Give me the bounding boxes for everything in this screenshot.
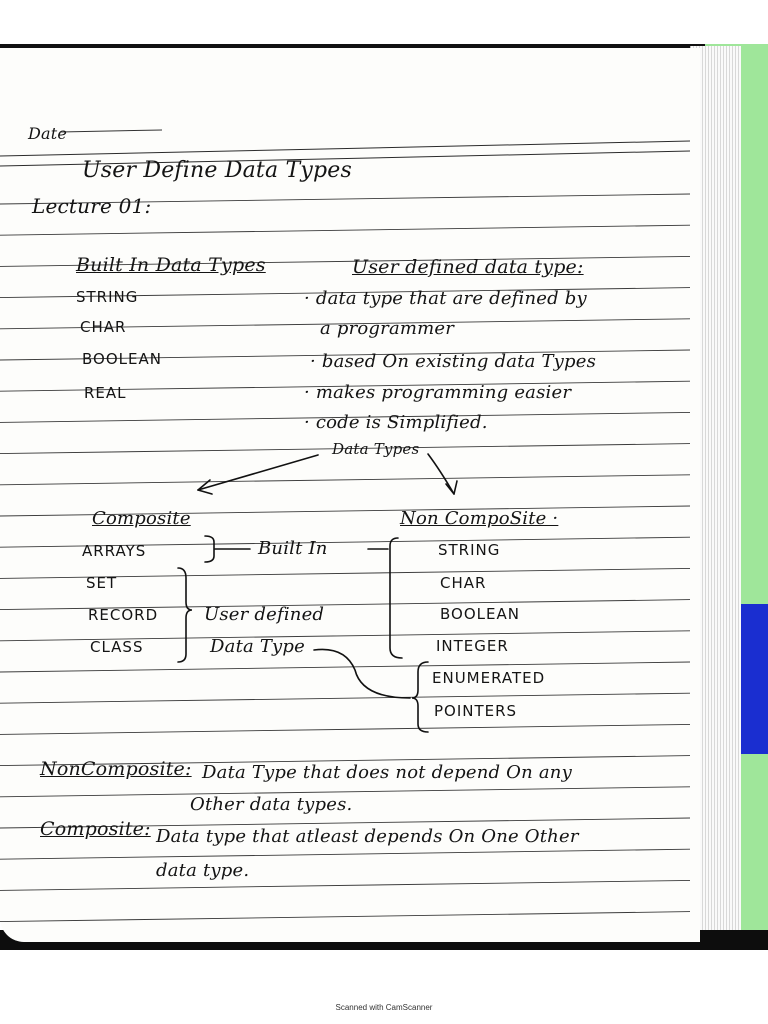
built-in-item: REAL: [84, 384, 127, 402]
scanner-footer: Scanned with CamScanner: [335, 1003, 433, 1012]
date-label: Date: [28, 124, 68, 143]
built-in-item: BOOLEAN: [82, 350, 162, 368]
page-title: User Define Data Types: [82, 158, 352, 183]
noncomposite-definition: Data Type that does not depend On any: [202, 762, 572, 783]
ruled-line: [0, 505, 691, 517]
ruled-line: [0, 193, 691, 205]
udt-point: · makes programming easier: [304, 382, 572, 403]
udt-point: · code is Simplified.: [304, 412, 488, 433]
ruled-line: [0, 255, 691, 267]
composite-item: SET: [86, 574, 118, 592]
noncomposite-definition: Other data types.: [190, 794, 353, 815]
ruled-line: [0, 349, 691, 361]
ruled-line: [0, 879, 691, 891]
non-composite-heading: Non CompoSite ·: [400, 508, 559, 529]
non-composite-item: BOOLEAN: [440, 605, 520, 623]
lecture-label: Lecture 01:: [32, 194, 152, 218]
notebook-page: Date User Define Data Types Lecture 01: …: [0, 48, 700, 942]
ruled-line: [0, 567, 691, 579]
composite-term: Composite:: [40, 818, 151, 840]
ruled-line: [0, 661, 691, 673]
ruled-line: [0, 723, 691, 735]
diagram-root: Data Types: [332, 440, 420, 458]
composite-item: ARRAYS: [82, 542, 147, 560]
built-in-item: CHAR: [80, 318, 127, 336]
non-composite-item: INTEGER: [436, 637, 509, 655]
user-defined-label: Data Type: [210, 636, 305, 657]
ruled-line: [0, 630, 691, 642]
ruled-line: [0, 287, 691, 299]
blue-cover-block: [740, 604, 768, 754]
composite-definition: Data type that atleast depends On One Ot…: [156, 826, 579, 847]
ruled-line: [0, 411, 691, 423]
non-composite-item: STRING: [438, 541, 501, 559]
udt-point: · data type that are defined by: [304, 288, 587, 309]
udt-point: a programmer: [320, 318, 455, 339]
composite-definition: data type.: [156, 860, 250, 881]
ruled-line: [0, 474, 691, 486]
noncomposite-term: NonComposite:: [40, 758, 192, 780]
ruled-line: [0, 911, 691, 923]
ruled-line: [0, 755, 691, 767]
ruled-line: [0, 380, 691, 392]
composite-heading: Composite: [92, 508, 191, 529]
ruled-line: [0, 786, 691, 798]
udt-heading: User defined data type:: [352, 256, 584, 278]
ruled-line: [0, 318, 691, 330]
non-composite-item: ENUMERATED: [432, 669, 546, 687]
user-defined-label: User defined: [204, 604, 325, 625]
ruled-line: [0, 224, 691, 236]
ruled-line: [0, 817, 691, 829]
diagram-arrows: [177, 453, 458, 733]
ruled-line: [0, 536, 691, 548]
ruled-lines: [0, 129, 691, 923]
composite-item: CLASS: [90, 638, 144, 656]
non-composite-item: CHAR: [440, 574, 487, 592]
ruled-line: [0, 599, 691, 611]
built-in-label: Built In: [258, 538, 328, 559]
ruled-line: [0, 692, 691, 704]
non-composite-item: POINTERS: [434, 702, 518, 720]
udt-point: · based On existing data Types: [310, 351, 597, 372]
built-in-item: STRING: [76, 288, 139, 306]
ruled-line: [0, 848, 691, 860]
ruled-line: [0, 443, 691, 455]
built-in-heading: Built In Data Types: [76, 254, 266, 276]
composite-item: RECORD: [88, 606, 159, 624]
